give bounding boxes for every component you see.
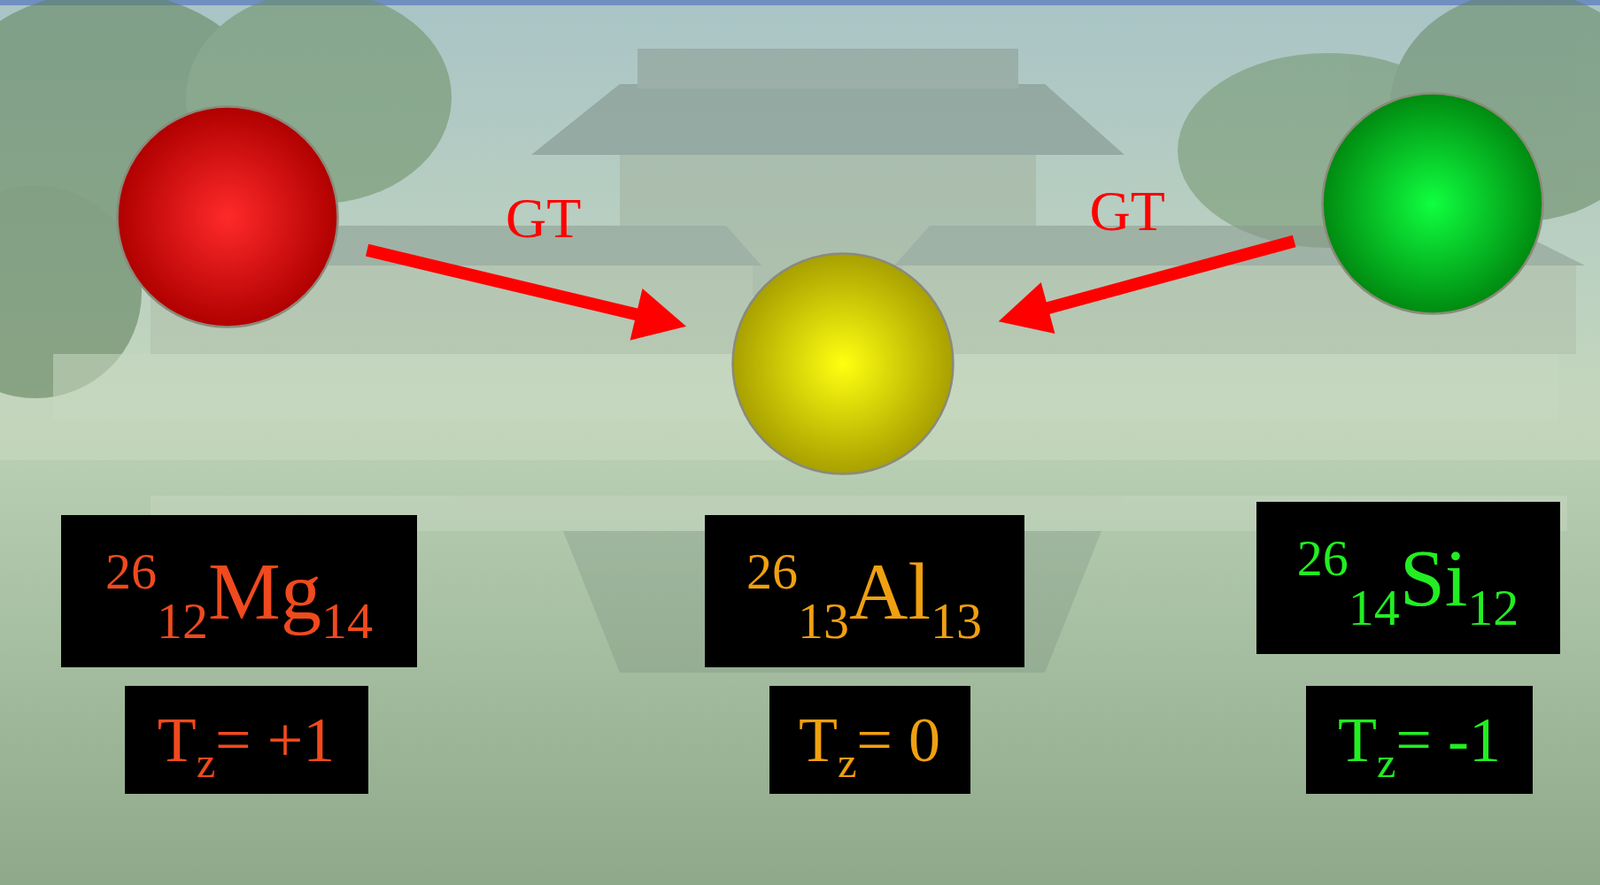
pond (0, 460, 1600, 885)
isotope-box: 2614Si12 (1256, 502, 1561, 655)
isotope-node: 2614Si12Tz= -1 (1256, 91, 1561, 795)
nucleus-disc (1322, 93, 1544, 315)
isospin-text: = +1 (215, 704, 335, 776)
top-band (0, 0, 1600, 6)
label-line: Tz= +1 (157, 708, 336, 773)
label-line: 2613Al13 (746, 550, 982, 633)
nucleus-shape (1320, 91, 1546, 317)
label-line: Tz= 0 (798, 708, 941, 773)
element-symbol: Si (1399, 533, 1469, 624)
label-line: 2612Mg14 (105, 550, 373, 633)
mass-number: 26 (1297, 529, 1349, 588)
isotope-box: 2613Al13 (704, 515, 1025, 668)
nucleon-number: 14 (1348, 579, 1400, 637)
element-symbol: Al (849, 546, 931, 637)
element-symbol: Mg (208, 546, 322, 637)
isospin-text: T (1337, 704, 1377, 776)
nucleus-disc (117, 107, 339, 328)
isospin-subscript: z (837, 739, 857, 787)
nucleon-number: 14 (321, 592, 373, 650)
nucleon-number: 13 (930, 592, 982, 650)
gt-arrow (998, 240, 1295, 334)
isospin-text: T (157, 704, 197, 776)
upper-roof (637, 48, 1019, 89)
label-line: 2614Si12 (1297, 537, 1520, 619)
isospin-box: Tz= -1 (1306, 686, 1533, 795)
arrow-shaft (367, 250, 648, 317)
nucleus-circle (115, 104, 341, 330)
gt-arrow (367, 250, 687, 341)
nucleus-circle (730, 251, 956, 477)
transition-label: GT (505, 190, 581, 248)
isotope-node: 2612Mg14Tz= +1 (61, 104, 418, 795)
transition-label: GT (1089, 183, 1165, 240)
nucleus-shape (115, 104, 341, 330)
nucleus-shape (730, 251, 956, 477)
isotope-box: 2612Mg14 (61, 515, 418, 668)
isospin-text: T (798, 704, 838, 776)
isospin-text: = -1 (1395, 704, 1501, 776)
isospin-subscript: z (196, 739, 216, 787)
nucleon-number: 12 (1467, 579, 1519, 637)
arrow-shaft (1037, 240, 1295, 311)
isospin-box: Tz= 0 (769, 686, 971, 795)
isospin-box: Tz= +1 (124, 686, 369, 795)
main-roof (531, 84, 1125, 155)
isospin-text: = 0 (856, 704, 941, 776)
nucleon-number: 12 (156, 592, 209, 650)
nucleus-circle (1320, 91, 1546, 317)
arrow-head (630, 288, 687, 341)
mass-number: 26 (105, 542, 157, 601)
nucleon-number: 13 (797, 592, 850, 650)
isotope-node: 2613Al13Tz= 0 (704, 251, 1025, 795)
arrow-head (998, 282, 1056, 334)
mass-number: 26 (746, 542, 798, 601)
isospin-subscript: z (1376, 739, 1396, 787)
label-line: Tz= -1 (1337, 708, 1501, 773)
nucleus-disc (733, 254, 954, 475)
